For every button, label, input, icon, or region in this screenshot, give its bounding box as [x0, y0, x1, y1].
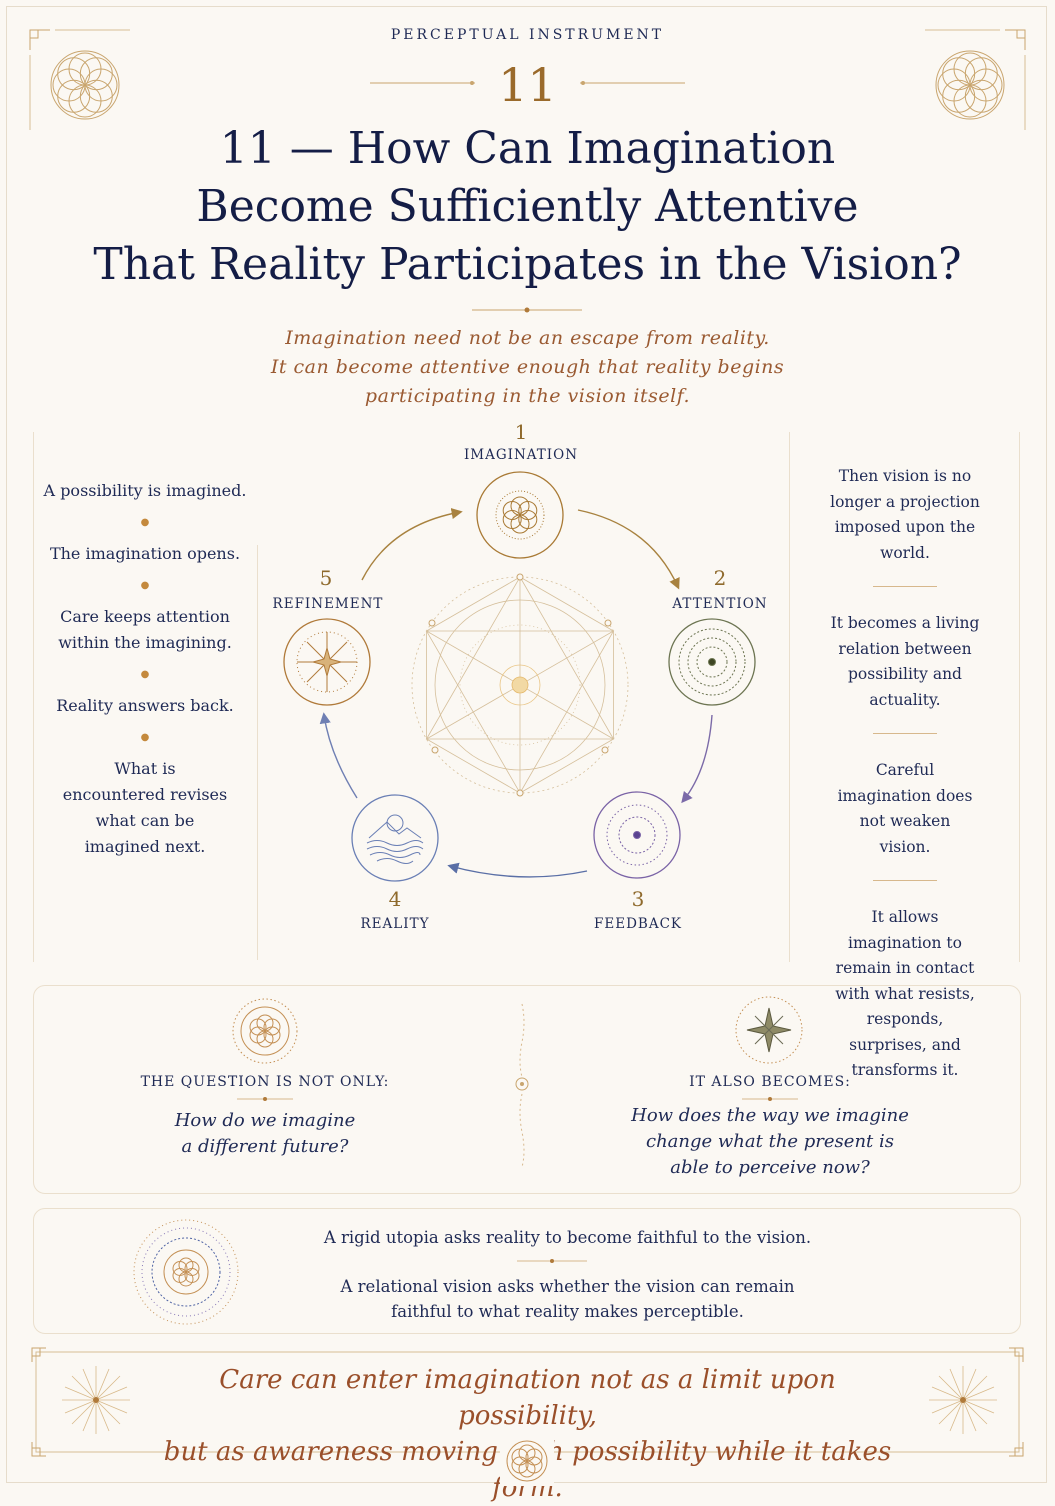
separator	[873, 880, 937, 881]
ripple-icon	[593, 791, 681, 879]
sunburst-icon	[929, 1366, 997, 1434]
subtitle-line: It can become attentive enough that real…	[270, 356, 785, 378]
node-4-label: REALITY	[360, 916, 430, 932]
relational-text: faithful to what reality makes perceptib…	[391, 1302, 744, 1321]
geometry-nodes	[428, 573, 612, 797]
question-line: change what the present is	[646, 1131, 894, 1152]
bullet-dot: ●	[140, 517, 150, 528]
question-line: How does the way we imagine	[631, 1105, 909, 1126]
kicker-label: PERCEPTUAL INSTRUMENT	[390, 27, 665, 43]
corner-ornament-top-left	[29, 29, 130, 130]
page-title: 11 — How Can Imagination Become Sufficie…	[60, 120, 995, 294]
title-divider	[472, 307, 582, 313]
center-divider	[515, 1003, 529, 1168]
process-steps-list: A possibility is imagined. ● The imagina…	[34, 478, 256, 860]
node-1-number: 1	[514, 420, 528, 444]
right-column-border	[1019, 432, 1020, 962]
subtitle-line: participating in the vision itself.	[364, 385, 691, 407]
center-geometry	[411, 576, 629, 794]
sunburst-icon	[62, 1366, 130, 1434]
flower-of-life-icon	[500, 1436, 554, 1486]
list-item: What is encountered revises what can be …	[62, 759, 228, 856]
list-item: The imagination opens.	[49, 544, 241, 563]
heading-rule	[237, 1097, 293, 1101]
relational-text: A relational vision asks whether the vis…	[340, 1277, 795, 1296]
bullet-dot: ●	[140, 669, 150, 680]
reflection-list: Then vision is no longer a projection im…	[792, 464, 1018, 1084]
title-line: Become Sufficiently Attentive	[196, 181, 859, 232]
node-2-number: 2	[713, 566, 727, 590]
list-item: It becomes a living relation between pos…	[830, 614, 980, 709]
number-rule	[370, 81, 685, 85]
question-line: How do we imagine	[174, 1110, 356, 1131]
mountain-waves-icon	[351, 794, 439, 882]
question-line: a different future?	[181, 1136, 349, 1157]
arrow-reality-to-refinement	[319, 712, 358, 799]
question-right-text: How does the way we imagine change what …	[600, 1103, 940, 1181]
subtitle-line: Imagination need not be an escape from r…	[285, 327, 770, 349]
compass-star-icon	[283, 618, 371, 706]
relational-rule	[517, 1259, 587, 1263]
node-4-number: 4	[388, 887, 402, 911]
node-5-number: 5	[319, 566, 333, 590]
question-panel	[33, 985, 1021, 1194]
node-1-label: IMAGINATION	[463, 447, 579, 463]
list-item: Reality answers back.	[56, 696, 234, 715]
cycle-diagram	[283, 471, 756, 882]
arrow-feedback-to-reality	[447, 862, 588, 878]
flower-of-life-icon	[476, 471, 564, 559]
relational-line-1: A rigid utopia asks reality to become fa…	[323, 1228, 812, 1247]
list-item: Then vision is no longer a projection im…	[830, 467, 980, 562]
title-line: 11 — How Can Imagination	[219, 123, 836, 174]
list-item: A possibility is imagined.	[43, 481, 247, 500]
flower-of-life-icon	[232, 998, 298, 1064]
relational-panel	[33, 1208, 1021, 1334]
node-2-label: ATTENTION	[672, 596, 768, 612]
arrow-attention-to-feedback	[681, 714, 713, 804]
list-item: It allows imagination to remain in conta…	[835, 908, 975, 1079]
closing-line: Care can enter imagination not as a limi…	[219, 1365, 836, 1431]
corner-ornament-top-right	[925, 29, 1026, 130]
arrow-refinement-to-imagination	[361, 508, 463, 581]
concentric-rings-icon	[668, 618, 756, 706]
node-3-label: FEEDBACK	[594, 916, 682, 932]
heading-rule	[742, 1097, 798, 1101]
left-column-divider	[257, 545, 258, 960]
title-line: That Reality Participates in the Vision?	[93, 239, 962, 290]
separator	[873, 586, 937, 587]
right-column-divider	[789, 432, 790, 962]
question-left-heading: THE QUESTION IS NOT ONLY:	[140, 1074, 390, 1090]
section-number: 11	[498, 58, 557, 112]
question-left-text: How do we imagine a different future?	[120, 1108, 410, 1160]
list-item: Careful imagination does not weaken visi…	[837, 761, 973, 856]
question-line: able to perceive now?	[670, 1157, 870, 1178]
list-item: Care keeps attention within the imaginin…	[58, 607, 232, 652]
node-3-number: 3	[631, 887, 645, 911]
relational-line-2: A relational vision asks whether the vis…	[280, 1274, 855, 1324]
bullet-dot: ●	[140, 580, 150, 591]
subtitle: Imagination need not be an escape from r…	[180, 324, 875, 411]
bullet-dot: ●	[140, 732, 150, 743]
separator	[873, 733, 937, 734]
arrow-imagination-to-attention	[577, 509, 680, 590]
radiant-flower-icon	[133, 1219, 239, 1325]
left-column-border	[33, 432, 34, 962]
question-right-heading: IT ALSO BECOMES:	[689, 1074, 851, 1090]
node-5-label: REFINEMENT	[272, 596, 384, 612]
compass-star-icon	[735, 996, 803, 1064]
